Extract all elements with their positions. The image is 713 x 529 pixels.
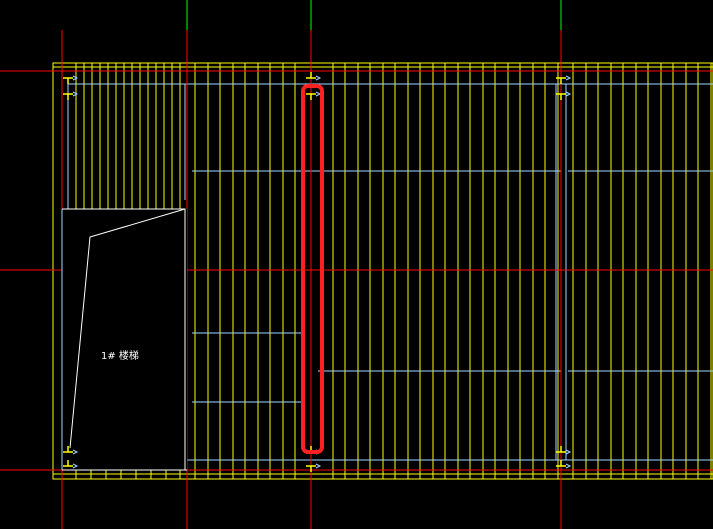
beam-end-marker xyxy=(556,77,566,84)
beam-end-arrow xyxy=(72,75,79,81)
beam-end-arrow xyxy=(315,91,322,97)
beam-end-arrow xyxy=(565,91,572,97)
beam-end-arrow xyxy=(72,91,79,97)
beam-end-marker xyxy=(63,93,73,100)
beam-end-marker xyxy=(63,77,73,84)
beam-end-marker xyxy=(306,465,316,472)
beam-end-arrow xyxy=(565,463,572,469)
axis-ticks-top xyxy=(186,0,562,30)
beam-end-marker xyxy=(63,446,73,453)
beam-end-marker xyxy=(306,72,316,79)
beam-end-marker xyxy=(556,460,566,467)
beam-end-arrow xyxy=(72,463,79,469)
beam-end-marker xyxy=(556,93,566,100)
stair-opening[interactable] xyxy=(61,208,187,471)
stair-label: 1# 楼梯 xyxy=(101,351,139,362)
beam-end-marker xyxy=(306,93,316,100)
beam-end-marker xyxy=(63,460,73,467)
beam-end-arrow xyxy=(315,463,322,469)
beam-end-arrow xyxy=(565,75,572,81)
beam-end-marker xyxy=(556,446,566,453)
beam-end-arrow xyxy=(72,449,79,455)
rafter-lines xyxy=(75,63,712,479)
beam-end-arrow xyxy=(565,449,572,455)
beam-end-arrow xyxy=(315,75,322,81)
selected-beam-highlight[interactable] xyxy=(301,84,324,454)
